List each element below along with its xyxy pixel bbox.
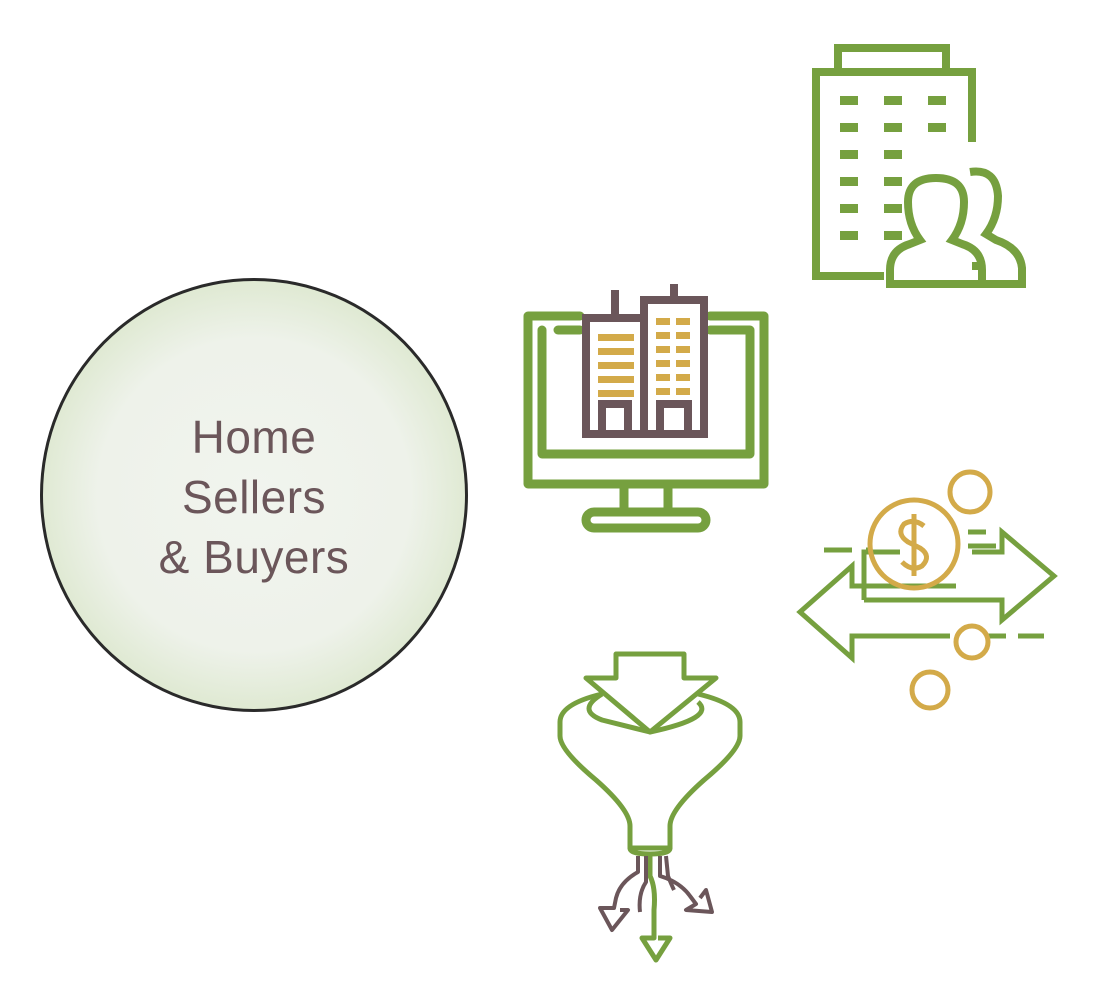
computer-monitor-buildings-icon xyxy=(520,284,770,534)
hub-label: Home Sellers & Buyers xyxy=(159,407,350,587)
hub-label-line-1: Home xyxy=(191,411,317,463)
hub-label-line-3: & Buyers xyxy=(158,531,350,583)
office-building-people-icon xyxy=(810,44,1040,294)
hub-label-line-2: Sellers xyxy=(181,471,327,523)
home-sellers-buyers-circle: Home Sellers & Buyers xyxy=(40,278,468,712)
money-exchange-arrows-icon xyxy=(796,462,1058,722)
funnel-filter-icon xyxy=(556,650,756,970)
